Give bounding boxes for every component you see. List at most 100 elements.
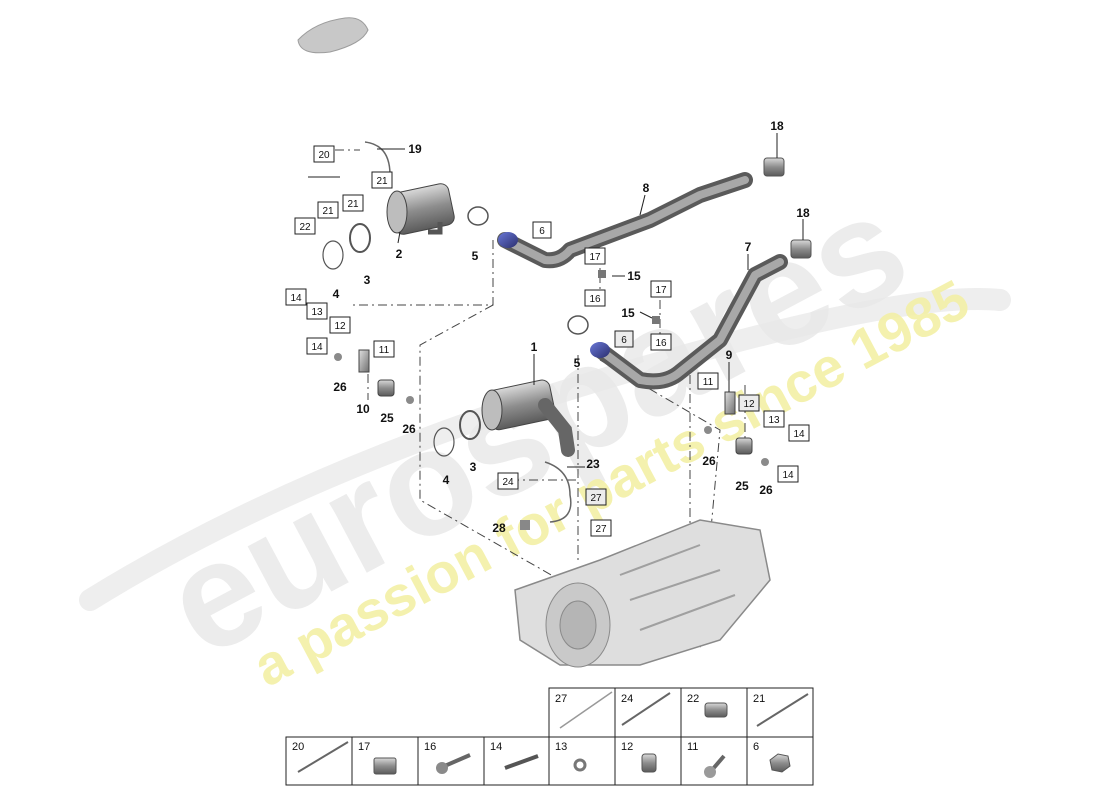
boxref-6b: 6 xyxy=(614,330,634,348)
gaskets xyxy=(322,206,589,457)
boxref-17a: 17 xyxy=(584,247,606,265)
plug-28 xyxy=(520,520,530,530)
leader-lines xyxy=(308,133,804,468)
clip-15-b xyxy=(652,316,660,324)
boxref-6a: 6 xyxy=(532,221,552,239)
callouts: 1 2 3 3 4 4 5 5 7 8 9 10 15 15 18 18 19 … xyxy=(333,119,810,535)
sensor-23 xyxy=(544,461,572,523)
parts-table-top-row: 27 24 22 21 xyxy=(548,687,814,738)
table-cell-label: 24 xyxy=(621,693,633,705)
svg-text:12: 12 xyxy=(743,399,755,410)
svg-text:20: 20 xyxy=(318,150,330,161)
car-silhouette-icon xyxy=(297,17,369,54)
svg-text:13: 13 xyxy=(768,415,780,426)
svg-text:11: 11 xyxy=(379,345,390,356)
svg-text:27: 27 xyxy=(595,524,607,535)
boxref-24: 24 xyxy=(497,472,519,490)
svg-text:17: 17 xyxy=(655,285,667,296)
callout-18b: 18 xyxy=(796,206,810,220)
svg-text:14: 14 xyxy=(311,342,323,353)
callout-5b: 5 xyxy=(574,356,581,370)
thumb-14 xyxy=(504,754,539,770)
table-cell-label: 20 xyxy=(292,741,304,753)
svg-text:17: 17 xyxy=(589,252,601,263)
thumb-12 xyxy=(641,753,657,773)
callout-2: 2 xyxy=(396,247,403,261)
table-cell-label: 16 xyxy=(424,741,436,753)
boxref-14d: 14 xyxy=(777,465,799,483)
boxref-12b: 12 xyxy=(738,394,760,412)
boxref-27a: 27 xyxy=(585,488,607,506)
boxref-17b: 17 xyxy=(650,280,672,298)
boxref-22: 22 xyxy=(294,217,316,235)
callout-26d: 26 xyxy=(759,483,773,497)
mount-25-left xyxy=(377,379,395,397)
svg-text:21: 21 xyxy=(322,206,334,217)
boxref-13b: 13 xyxy=(763,410,785,428)
callout-8: 8 xyxy=(643,181,650,195)
boxref-12a: 12 xyxy=(329,316,351,334)
callout-1: 1 xyxy=(531,340,538,354)
rear-pipe-7 xyxy=(590,254,788,390)
callout-10: 10 xyxy=(356,402,370,416)
gasket-5-upper xyxy=(467,206,489,226)
boxref-20: 20 xyxy=(313,145,335,163)
parts-table: 27 24 22 21 20 17 16 14 13 12 11 xyxy=(285,687,814,786)
boxref-27b: 27 xyxy=(590,519,612,537)
svg-text:16: 16 xyxy=(589,294,601,305)
callout-19: 19 xyxy=(408,142,422,156)
boxref-21a: 21 xyxy=(371,171,393,189)
front-pipe-8 xyxy=(497,172,753,269)
boxref-11a: 11 xyxy=(373,340,395,358)
svg-text:14: 14 xyxy=(290,293,302,304)
callout-23: 23 xyxy=(586,457,600,471)
callout-15a: 15 xyxy=(627,269,641,283)
thumb-6 xyxy=(769,753,791,773)
clamp-18-upper xyxy=(763,157,785,177)
table-cell-label: 17 xyxy=(358,741,370,753)
thumb-27 xyxy=(559,691,613,729)
boxed-refs: 6 6 11 11 12 12 13 13 14 14 14 14 14 16 … xyxy=(285,145,810,537)
svg-text:6: 6 xyxy=(539,226,545,237)
boxref-21c: 21 xyxy=(317,201,339,219)
table-cell-label: 11 xyxy=(687,741,698,753)
table-cell-label: 13 xyxy=(555,741,567,753)
callout-18a: 18 xyxy=(770,119,784,133)
thumb-24 xyxy=(621,692,671,726)
nut-26-b xyxy=(406,396,414,404)
nut-26-a xyxy=(334,353,342,361)
svg-text:11: 11 xyxy=(703,377,714,388)
ring-4-upper xyxy=(322,240,344,270)
callout-28: 28 xyxy=(492,521,506,535)
svg-text:6: 6 xyxy=(621,335,627,346)
clip-15-a xyxy=(598,270,606,278)
callout-25a: 25 xyxy=(380,411,394,425)
ring-4-lower xyxy=(433,427,455,457)
table-cell-label: 6 xyxy=(753,741,759,753)
svg-text:13: 13 xyxy=(311,307,323,318)
callout-15b: 15 xyxy=(621,306,635,320)
gasket-5-lower xyxy=(567,315,589,335)
callout-26b: 26 xyxy=(402,422,416,436)
thumb-16-head xyxy=(436,762,448,774)
table-cell-label: 21 xyxy=(753,693,765,705)
svg-text:16: 16 xyxy=(655,338,667,349)
catalytic-converter-1 xyxy=(481,379,575,457)
svg-text:21: 21 xyxy=(347,199,359,210)
boxref-16b: 16 xyxy=(650,333,672,351)
table-cell-label: 27 xyxy=(555,693,567,705)
callout-3b: 3 xyxy=(470,460,477,474)
callout-26c: 26 xyxy=(702,454,716,468)
thumb-20 xyxy=(297,741,349,773)
svg-text:21: 21 xyxy=(376,176,388,187)
boxref-21b: 21 xyxy=(342,194,364,212)
boxref-11b: 11 xyxy=(697,372,719,390)
catalytic-converter-2 xyxy=(386,183,455,235)
table-cell-label: 22 xyxy=(687,693,699,705)
thumb-17 xyxy=(373,757,397,775)
boxref-13a: 13 xyxy=(306,302,328,320)
boxref-14a: 14 xyxy=(285,288,307,306)
svg-text:27: 27 xyxy=(590,493,602,504)
ring-3-upper xyxy=(349,223,371,253)
